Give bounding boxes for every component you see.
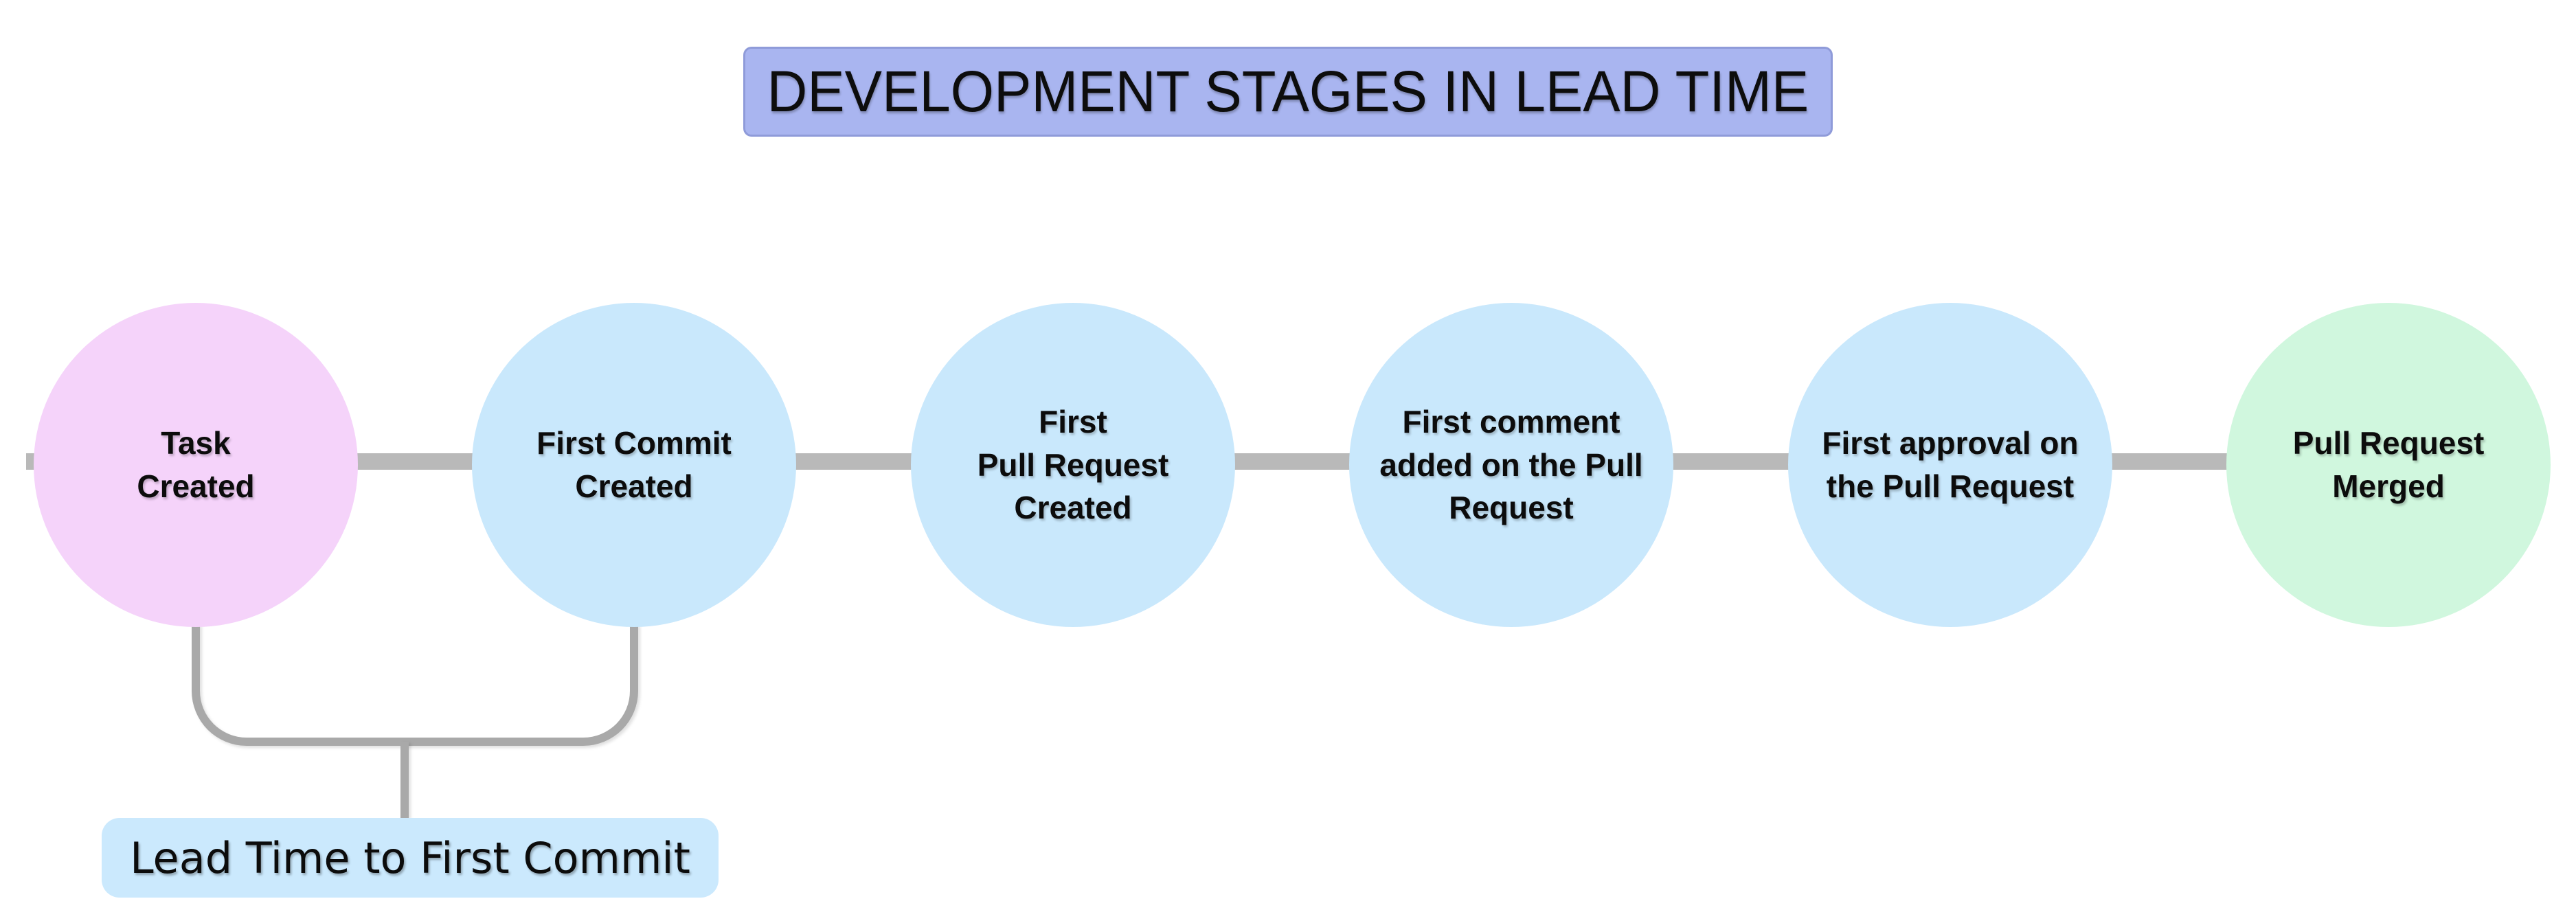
stage-label: Pull Request Merged bbox=[2292, 425, 2485, 504]
annotation-box: Lead Time to First Commit bbox=[102, 818, 719, 898]
stage-circle-first-commit: First Commit Created bbox=[472, 303, 796, 627]
lead-time-bracket bbox=[192, 624, 638, 746]
stage-label: First Commit Created bbox=[536, 425, 732, 504]
stage-circle-task-created: Task Created bbox=[34, 303, 358, 627]
diagram-title-banner: DEVELOPMENT STAGES IN LEAD TIME bbox=[743, 47, 1833, 137]
stage-circle-first-comment: First comment added on the Pull Request bbox=[1349, 303, 1673, 627]
stage-label: First approval on the Pull Request bbox=[1822, 425, 2079, 504]
stage-circle-first-approval: First approval on the Pull Request bbox=[1788, 303, 2112, 627]
annotation-label: Lead Time to First Commit bbox=[130, 832, 690, 883]
stage-circle-pull-request-merged: Pull Request Merged bbox=[2226, 303, 2551, 627]
diagram-title: DEVELOPMENT STAGES IN LEAD TIME bbox=[767, 59, 1809, 124]
stage-label: Task Created bbox=[137, 425, 255, 504]
lead-time-bracket-stem bbox=[400, 742, 409, 818]
stage-circle-first-pull-request: First Pull Request Created bbox=[911, 303, 1235, 627]
stage-label: First Pull Request Created bbox=[977, 404, 1169, 526]
stage-label: First comment added on the Pull Request bbox=[1379, 404, 1643, 526]
